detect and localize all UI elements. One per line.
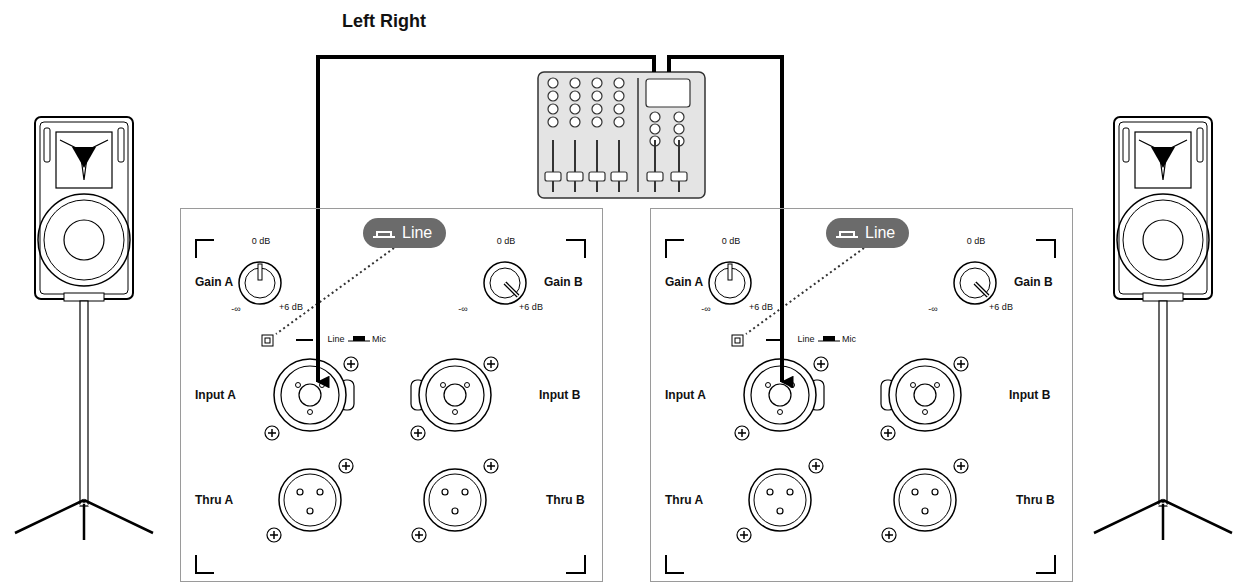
gain-mark: -∞ <box>457 305 468 315</box>
switch-label: Line <box>326 335 345 345</box>
gain-mark: 0 dB <box>496 237 517 247</box>
switch-label: Mic <box>371 335 387 345</box>
gain-mark: 0 dB <box>251 237 272 247</box>
control-label: Gain A <box>665 276 703 289</box>
control-label: Gain A <box>195 276 233 289</box>
panel-art-left <box>196 240 585 573</box>
switch-label: Mic <box>841 335 857 345</box>
connector-label: Input A <box>665 389 706 402</box>
callout-pill: Line <box>826 218 909 248</box>
gain-mark: +6 dB <box>278 303 304 313</box>
gain-mark: 0 dB <box>721 237 742 247</box>
connector-label: Input B <box>539 389 580 402</box>
control-label: Gain B <box>1014 276 1053 289</box>
speaker-input-panel: 0 dB0 dBGain AGain B-∞+6 dB-∞+6 dBLineMi… <box>650 208 1073 582</box>
button-icon <box>835 227 859 239</box>
callout-text: Line <box>865 224 895 242</box>
connector-label: Thru B <box>546 494 585 507</box>
switch-label: Line <box>796 335 815 345</box>
control-label: Gain B <box>544 276 583 289</box>
callout-text: Line <box>402 224 432 242</box>
signal-wire <box>669 57 782 382</box>
connector-label: Input A <box>195 389 236 402</box>
gain-mark: -∞ <box>230 305 241 315</box>
wire-title: Left Right <box>342 11 426 32</box>
mixer <box>538 72 705 198</box>
connector-label: Thru B <box>1016 494 1055 507</box>
button-icon <box>372 227 396 239</box>
gain-mark: +6 dB <box>988 303 1014 313</box>
connector-label: Input B <box>1009 389 1050 402</box>
panel-art-right <box>666 240 1055 573</box>
gain-mark: -∞ <box>927 305 938 315</box>
signal-wire <box>318 57 654 382</box>
speaker-left <box>15 117 153 540</box>
gain-mark: -∞ <box>700 305 711 315</box>
speaker-right <box>1094 117 1232 540</box>
connector-label: Thru A <box>195 494 233 507</box>
gain-mark: +6 dB <box>518 303 544 313</box>
speaker-input-panel: 0 dB0 dBGain AGain B-∞+6 dB-∞+6 dBLineMi… <box>180 208 603 582</box>
gain-mark: 0 dB <box>966 237 987 247</box>
connector-label: Thru A <box>665 494 703 507</box>
callout-pill: Line <box>363 218 446 248</box>
gain-mark: +6 dB <box>748 303 774 313</box>
